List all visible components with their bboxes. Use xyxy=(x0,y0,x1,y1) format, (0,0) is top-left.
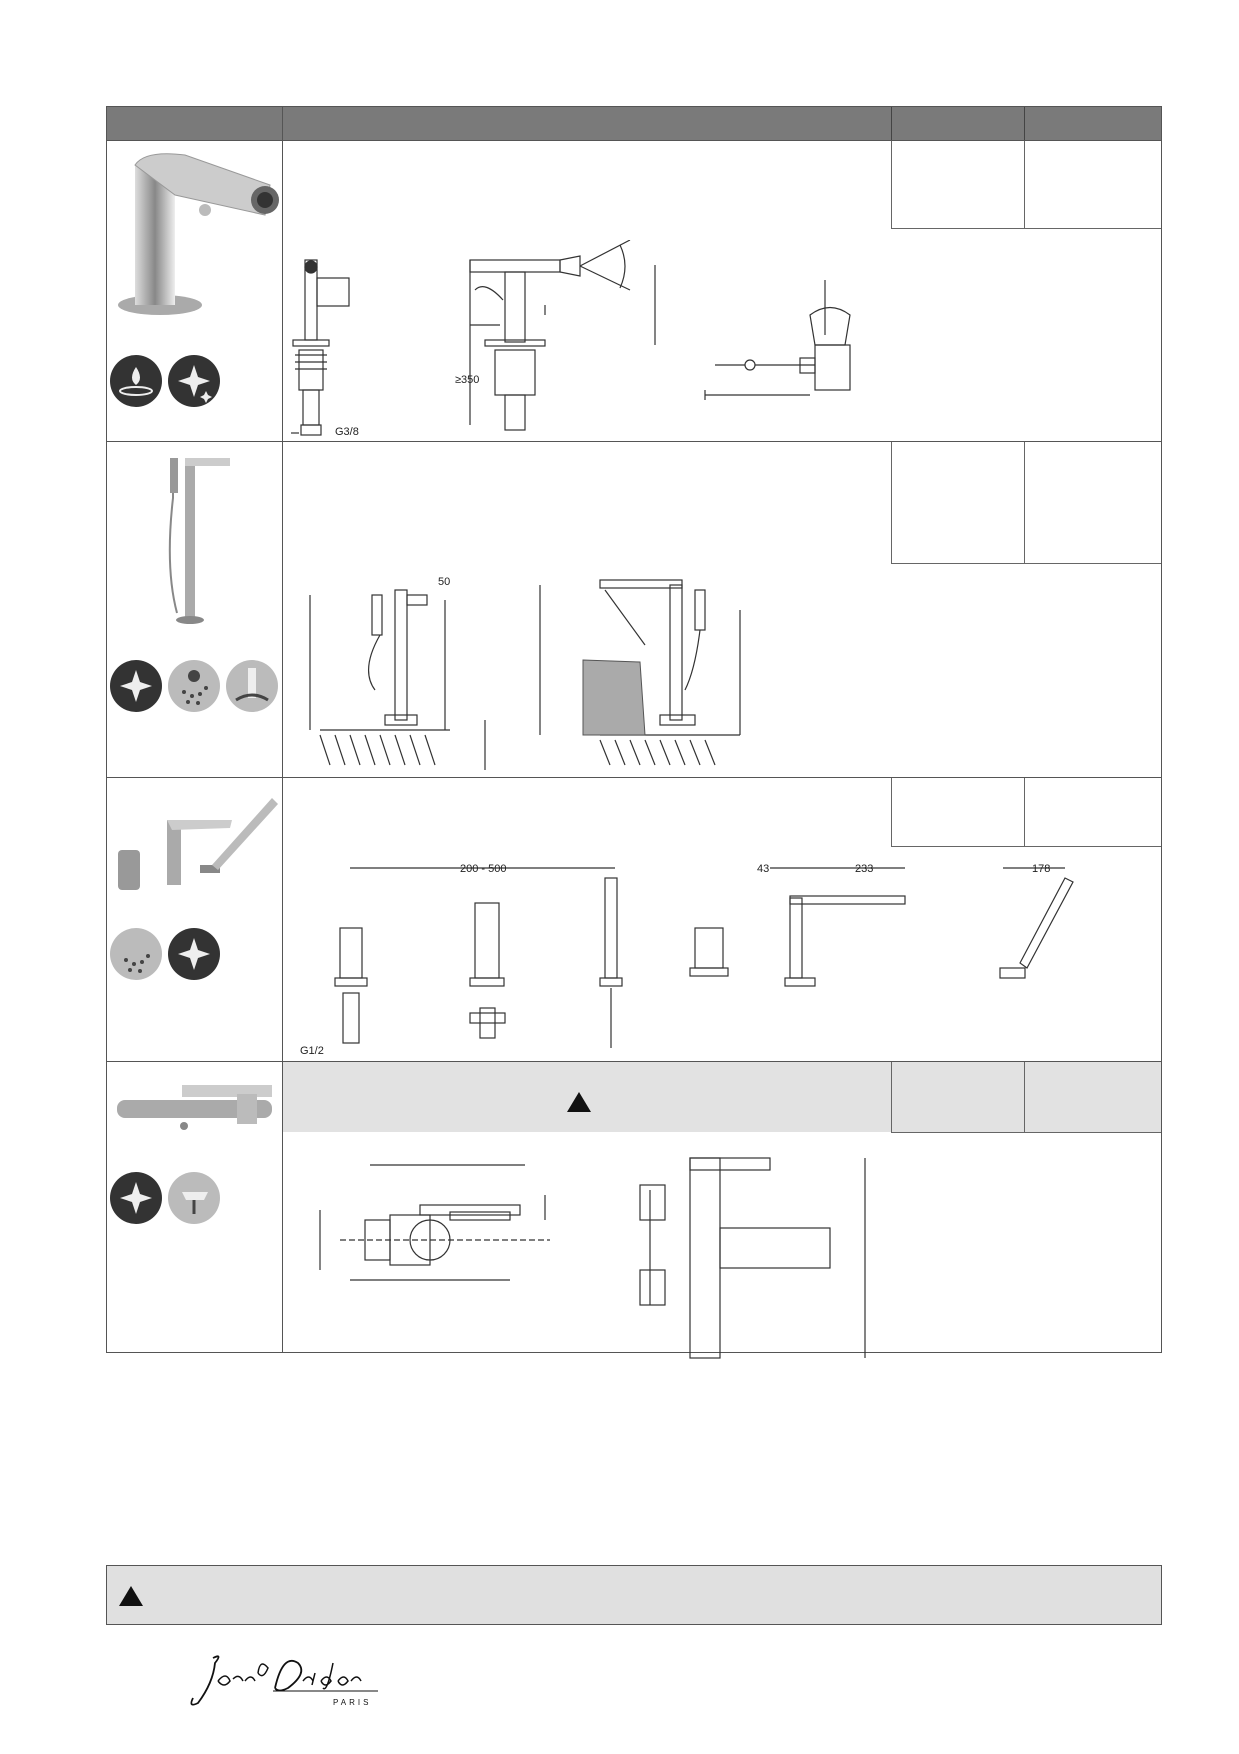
cell-divider xyxy=(891,228,1161,229)
height-label: ≥350 xyxy=(455,374,479,386)
cell-divider xyxy=(1024,141,1025,228)
col-divider xyxy=(282,107,283,1352)
cell-divider xyxy=(891,442,892,563)
dim-43-label: 43 xyxy=(757,863,769,875)
cell-divider xyxy=(891,1132,1161,1133)
deck-set-photo xyxy=(118,798,278,890)
hose-icon xyxy=(226,660,278,712)
cell-divider xyxy=(891,846,1161,847)
warning-note-box xyxy=(106,1565,1162,1625)
cell-divider xyxy=(891,141,892,228)
cell-divider xyxy=(1024,778,1025,846)
dim-233-label: 233 xyxy=(855,863,873,875)
warning-triangle-icon xyxy=(567,1092,591,1112)
spray-mode-icon xyxy=(168,660,220,712)
thread-label: G1/2 xyxy=(300,1045,324,1057)
col-divider xyxy=(1024,107,1025,140)
offset-label: 50 xyxy=(438,576,450,588)
spray-mode-icon xyxy=(110,928,162,980)
spacing-label: 200 - 500 xyxy=(460,863,506,875)
col-divider xyxy=(891,107,892,140)
row-deck-set xyxy=(107,777,1161,1062)
cell-divider xyxy=(1024,442,1025,563)
floor-mixer-photo xyxy=(168,458,230,624)
easy-clean-icon xyxy=(110,660,162,712)
warning-triangle-icon xyxy=(119,1586,143,1606)
logo-sub: PARIS xyxy=(333,1698,371,1707)
row-floor-mixer xyxy=(107,441,1161,778)
cell-divider xyxy=(1024,1062,1025,1132)
dim-178-label: 178 xyxy=(1032,863,1050,875)
bidet-technical-drawing: G3/8 ≥350 xyxy=(291,240,851,438)
thermostatic-technical-drawing xyxy=(319,1157,866,1359)
floor-mixer-technical-drawing: 50 xyxy=(309,576,741,770)
gray-band xyxy=(283,1062,1161,1132)
easy-clean-icon xyxy=(168,355,220,407)
easy-clean-icon xyxy=(168,928,220,980)
product-table xyxy=(106,106,1162,1353)
cell-divider xyxy=(891,563,1161,564)
cell-divider xyxy=(891,1062,892,1132)
thermostatic-photo xyxy=(117,1085,272,1130)
deck-set-technical-drawing: 200 - 500 G1/2 43 233 178 xyxy=(300,863,1074,1057)
thread-label: G3/8 xyxy=(335,426,359,438)
brand-logo: PARIS xyxy=(190,1655,378,1707)
cell-divider xyxy=(891,778,892,846)
easy-clean-icon xyxy=(110,1172,162,1224)
row-thermostatic xyxy=(107,1061,1161,1353)
table-header xyxy=(107,107,1161,141)
water-saving-icon xyxy=(110,355,162,407)
row-bidet xyxy=(107,140,1161,442)
thermostatic-safety-icon xyxy=(168,1172,220,1224)
bidet-mixer-photo xyxy=(118,153,279,315)
